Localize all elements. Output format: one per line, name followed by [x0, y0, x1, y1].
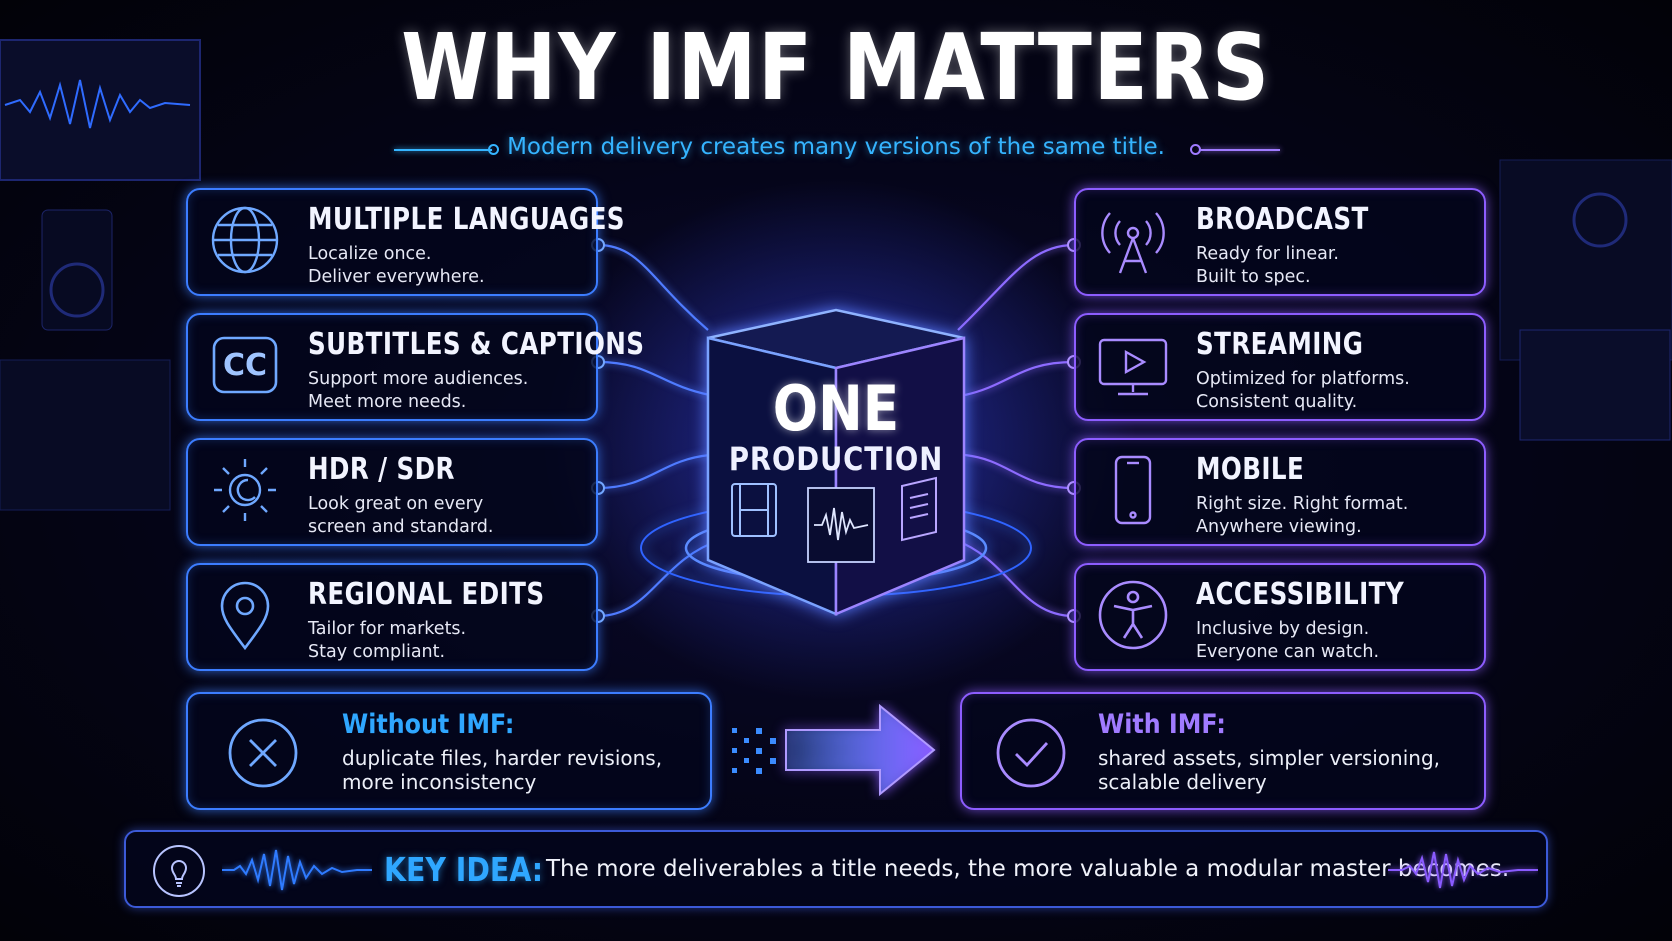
svg-text:CC: CC: [223, 348, 267, 383]
connector-left-2: [597, 360, 711, 397]
card-subtitles-captions: CC SUBTITLES & CAPTIONS Support more aud…: [186, 313, 644, 421]
antenna-icon: [1096, 203, 1170, 277]
connector-right-1: [957, 243, 1075, 331]
with-imf-heading: With IMF:: [1098, 709, 1226, 740]
card-heading: STREAMING: [1196, 327, 1364, 362]
connector-left-4: [597, 538, 721, 618]
subtitle-deco-right: [1200, 149, 1280, 151]
play-screen-icon: [1096, 328, 1170, 402]
connector-right-2: [964, 360, 1075, 397]
card-regional-edits: REGIONAL EDITS Tailor for markets. Stay …: [186, 563, 598, 671]
card-heading: ACCESSIBILITY: [1196, 577, 1405, 612]
transition-arrow-icon: [732, 703, 936, 797]
lightbulb-icon: [153, 845, 205, 897]
card-line-2: Meet more needs.: [308, 392, 467, 412]
connector-right-3: [964, 453, 1075, 490]
waveform-right: [1388, 851, 1538, 889]
key-idea-label: KEY IDEA:: [384, 850, 544, 889]
x-circle-icon: [226, 716, 300, 790]
phone-icon: [1096, 453, 1170, 527]
audio-wave-icon: [807, 487, 875, 563]
without-imf-line-1: duplicate files, harder revisions,: [342, 746, 663, 770]
with-imf-panel: With IMF: shared assets, simpler version…: [960, 692, 1486, 810]
film-icon: [731, 483, 777, 537]
sun-moon-icon: [208, 453, 282, 527]
card-accessibility: ACCESSIBILITY Inclusive by design. Every…: [1074, 563, 1486, 671]
with-imf-line-2: scalable delivery: [1098, 770, 1267, 794]
without-imf-heading: Without IMF:: [342, 709, 515, 740]
with-imf-line-1: shared assets, simpler versioning,: [1098, 746, 1441, 770]
connector-left-1: [597, 243, 709, 331]
accessibility-icon: [1096, 578, 1170, 652]
card-line-1: Inclusive by design.: [1196, 619, 1370, 639]
card-line-1: Ready for linear.: [1196, 244, 1339, 264]
card-line-1: Tailor for markets.: [308, 619, 467, 639]
connector-right-4: [954, 538, 1075, 618]
card-heading: MOBILE: [1196, 452, 1305, 487]
card-line-2: screen and standard.: [308, 517, 494, 537]
card-hdr-sdr: HDR / SDR Look great on every screen and…: [186, 438, 598, 546]
card-line-2: Deliver everywhere.: [308, 267, 485, 287]
page-title: WHY IMF MATTERS: [401, 14, 1271, 121]
card-heading: SUBTITLES & CAPTIONS: [308, 327, 645, 362]
subtitle-deco-left-dot: [488, 144, 499, 155]
center-label-one: ONE: [772, 372, 900, 445]
without-imf-panel: Without IMF: duplicate files, harder rev…: [186, 692, 712, 810]
card-line-2: Everyone can watch.: [1196, 642, 1380, 662]
card-heading: BROADCAST: [1196, 202, 1369, 237]
card-line-1: Right size. Right format.: [1196, 494, 1409, 514]
card-mobile: MOBILE Right size. Right format. Anywher…: [1074, 438, 1486, 546]
card-line-1: Localize once.: [308, 244, 432, 264]
card-broadcast: BROADCAST Ready for linear. Built to spe…: [1074, 188, 1486, 296]
center-label-production: PRODUCTION: [728, 440, 944, 478]
waveform-left: [222, 849, 372, 891]
without-imf-line-2: more inconsistency: [342, 770, 537, 794]
card-streaming: STREAMING Optimized for platforms. Consi…: [1074, 313, 1486, 421]
card-line-2: Anywhere viewing.: [1196, 517, 1362, 537]
cc-icon: CC: [208, 328, 282, 402]
subtitle-deco-left: [394, 149, 492, 151]
card-line-2: Consistent quality.: [1196, 392, 1358, 412]
card-heading: HDR / SDR: [308, 452, 455, 487]
card-multiple-languages: MULTIPLE LANGUAGES Localize once. Delive…: [186, 188, 625, 296]
document-icon: [901, 476, 937, 542]
key-idea-text: The more deliverables a title needs, the…: [546, 856, 1510, 882]
waveform-top-left: [4, 79, 191, 129]
card-line-1: Support more audiences.: [308, 369, 529, 389]
card-line-1: Optimized for platforms.: [1196, 369, 1410, 389]
card-line-1: Look great on every: [308, 494, 484, 514]
card-heading: REGIONAL EDITS: [308, 577, 545, 612]
card-line-2: Stay compliant.: [308, 642, 446, 662]
subtitle: Modern delivery creates many versions of…: [507, 134, 1165, 160]
check-circle-icon: [994, 716, 1068, 790]
map-pin-icon: [208, 578, 282, 652]
globe-icon: [208, 203, 282, 277]
card-line-2: Built to spec.: [1196, 267, 1311, 287]
card-heading: MULTIPLE LANGUAGES: [308, 202, 625, 237]
connector-left-3: [597, 453, 711, 490]
key-idea-bar: KEY IDEA: The more deliverables a title …: [124, 830, 1548, 908]
